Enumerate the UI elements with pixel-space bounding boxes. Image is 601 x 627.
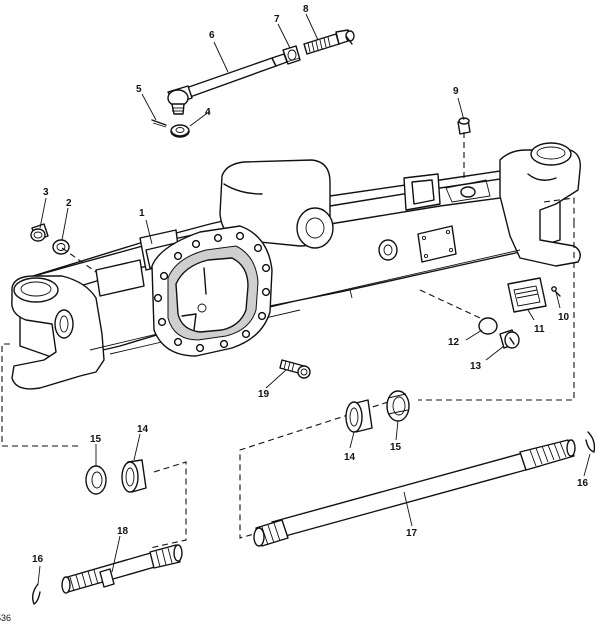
drain-plug xyxy=(30,223,49,242)
callout-8: 8 xyxy=(303,4,309,15)
callout-4: 4 xyxy=(205,107,211,118)
right-axle-shaft xyxy=(253,439,576,547)
right-seal xyxy=(386,390,410,422)
axle-housing xyxy=(11,142,581,390)
cotter-pin xyxy=(151,119,167,128)
cover-bolts xyxy=(153,231,271,353)
callout-19: 19 xyxy=(258,389,270,400)
callout-7: 7 xyxy=(274,14,280,25)
breather-bolt xyxy=(279,359,311,379)
assembly-guide-lines xyxy=(1,132,575,549)
callout-6: 6 xyxy=(209,30,215,41)
callout-labels: 1 2 3 4 5 6 7 8 9 10 11 12 13 14 15 14 1… xyxy=(0,4,589,623)
tie-rod-clamp xyxy=(282,45,301,65)
callout-3: 3 xyxy=(43,187,49,198)
sealing-washer xyxy=(52,239,70,255)
callout-18: 18 xyxy=(117,526,129,537)
callout-11: 11 xyxy=(534,324,545,335)
right-bushing xyxy=(345,399,373,433)
callout-1: 1 xyxy=(139,208,145,219)
figure-code: 536 xyxy=(0,613,11,622)
grease-fitting-top xyxy=(457,117,471,135)
tie-rod-assembly xyxy=(151,29,355,138)
snap-ring-left xyxy=(31,583,41,605)
leader-lines xyxy=(37,13,591,585)
callout-5: 5 xyxy=(136,84,142,95)
drive-screw xyxy=(551,286,561,297)
fill-plug xyxy=(499,329,520,349)
callout-16-right: 16 xyxy=(577,478,589,489)
left-axle-shaft xyxy=(61,544,183,594)
left-seal xyxy=(85,465,107,495)
callout-10: 10 xyxy=(558,312,570,323)
callout-13: 13 xyxy=(470,361,482,372)
callout-2: 2 xyxy=(66,198,72,209)
callout-17: 17 xyxy=(406,528,418,539)
castle-nut xyxy=(170,124,190,138)
identification-plate xyxy=(507,277,547,313)
callout-16-left: 16 xyxy=(32,554,44,565)
tie-rod-tube xyxy=(185,53,288,98)
callout-15-right: 15 xyxy=(390,442,402,453)
left-bushing xyxy=(121,459,147,493)
tie-rod-end-left xyxy=(167,85,193,115)
snap-ring-right xyxy=(585,431,596,453)
callout-9: 9 xyxy=(453,86,459,97)
expansion-plug xyxy=(478,317,498,335)
callout-12: 12 xyxy=(448,337,460,348)
callout-15-left: 15 xyxy=(90,434,102,445)
callout-14-left: 14 xyxy=(137,424,149,435)
tie-rod-adjuster xyxy=(303,29,355,55)
callout-14-right: 14 xyxy=(344,452,356,463)
